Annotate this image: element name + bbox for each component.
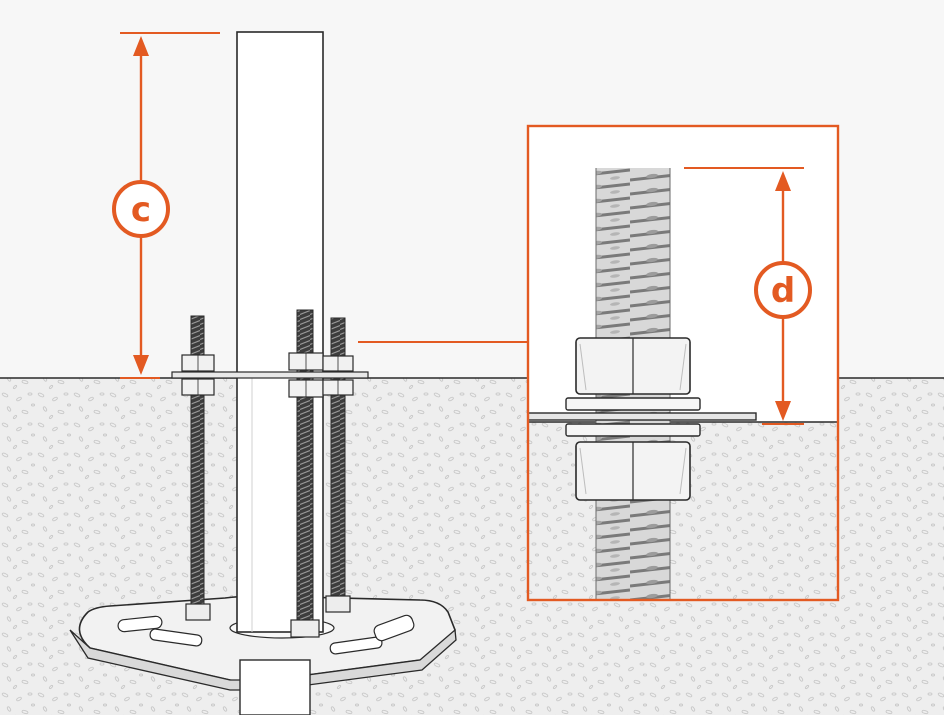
hex-nut-icon	[288, 352, 324, 398]
hex-nut-icon	[181, 354, 215, 396]
leveling-plate	[171, 371, 369, 379]
detail-inset	[526, 124, 840, 602]
dimension-c	[112, 32, 220, 379]
dimension-d	[684, 167, 812, 425]
hex-nut-icon	[575, 441, 691, 501]
washer-icon	[528, 397, 757, 437]
dimension-label-c: c	[131, 190, 151, 230]
hex-nut-icon	[322, 355, 354, 396]
dimension-label-d: d	[771, 271, 795, 311]
hex-nut-icon	[575, 337, 691, 395]
